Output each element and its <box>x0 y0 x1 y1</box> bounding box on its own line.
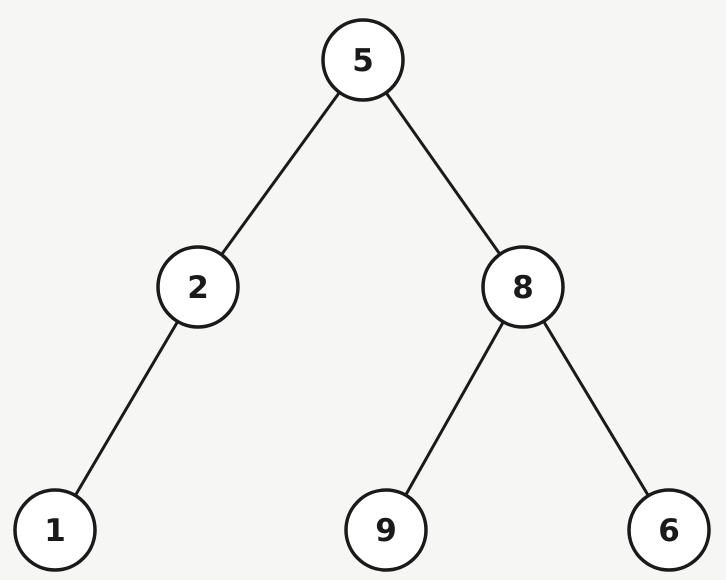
tree-node-5: 5 <box>321 18 405 102</box>
tree-node-circle-2 <box>156 245 240 329</box>
tree-node-9: 9 <box>344 488 428 572</box>
tree-edge-8-6 <box>521 286 671 531</box>
tree-node-8: 8 <box>481 245 565 329</box>
tree-node-6: 6 <box>627 488 711 572</box>
tree-node-circle-1 <box>13 488 97 572</box>
tree-edge-8-9 <box>384 286 525 531</box>
tree-node-circle-6 <box>627 488 711 572</box>
tree-edge-2-1 <box>53 286 200 531</box>
tree-node-circle-8 <box>481 245 565 329</box>
tree-node-circle-5 <box>321 18 405 102</box>
tree-node-circle-9 <box>344 488 428 572</box>
tree-edge-5-2 <box>196 59 365 288</box>
tree-node-1: 1 <box>13 488 97 572</box>
tree-edge-5-8 <box>361 59 525 288</box>
tree-edges <box>53 59 671 531</box>
tree-node-2: 2 <box>156 245 240 329</box>
